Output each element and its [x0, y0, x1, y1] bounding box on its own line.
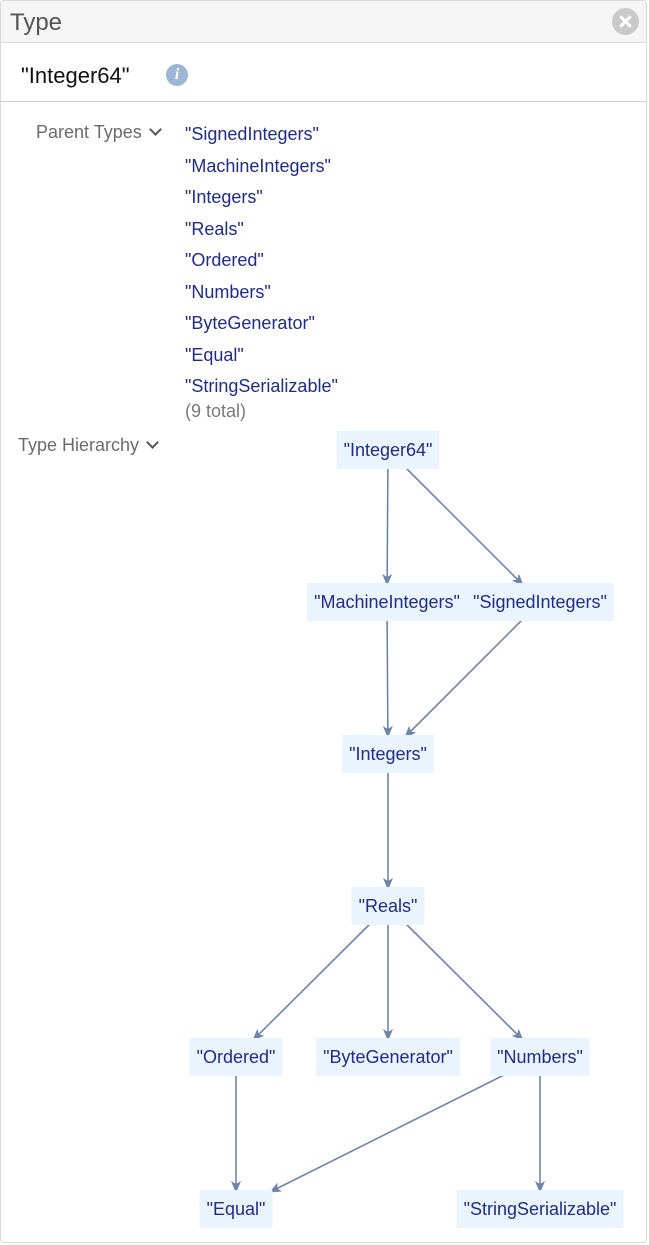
graph-node-box	[336, 431, 440, 469]
parent-type-item[interactable]: "Numbers"	[185, 281, 271, 302]
parent-type-item[interactable]: "MachineIntegers"	[185, 155, 331, 176]
type-hierarchy-toggle[interactable]: Type Hierarchy	[18, 435, 159, 456]
graph-edge-reals-ordered	[252, 922, 372, 1041]
graph-node-label: "Integers"	[349, 744, 427, 764]
graph-edge-int64-signed	[404, 466, 524, 586]
graph-node-box	[307, 583, 467, 621]
graph-edge-machine-integers	[382, 618, 393, 738]
parent-types-label: Parent Types	[36, 122, 142, 142]
graph-node-int64[interactable]: "Integer64"	[336, 431, 440, 469]
panel-title: Type	[10, 9, 63, 36]
graph-node-box	[189, 1038, 283, 1076]
parent-type-item[interactable]: "Equal"	[185, 344, 244, 365]
graph-node-equal[interactable]: "Equal"	[199, 1190, 273, 1228]
graph-edge-int64-machine	[382, 466, 393, 586]
graph-node-integers[interactable]: "Integers"	[342, 735, 434, 773]
parent-types-toggle[interactable]: Parent Types	[36, 122, 162, 143]
graph-node-label: "Reals"	[359, 896, 418, 916]
graph-edge-numbers-equal	[269, 1073, 507, 1193]
title-bar: Type	[1, 1, 646, 43]
graph-node-stringser[interactable]: "StringSerializable"	[456, 1190, 624, 1228]
parent-type-item[interactable]: "SignedIntegers"	[185, 124, 319, 144]
graph-node-box	[199, 1190, 273, 1228]
parent-type-item[interactable]: "Reals"	[185, 218, 244, 239]
graph-node-box	[490, 1038, 590, 1076]
graph-node-numbers[interactable]: "Numbers"	[490, 1038, 590, 1076]
graph-edge-signed-integers	[404, 618, 524, 738]
graph-node-machine[interactable]: "MachineIntegers"	[307, 583, 467, 621]
parent-type-item[interactable]: "Integers"	[185, 187, 263, 207]
graph-node-label: "Numbers"	[497, 1047, 583, 1067]
graph-node-box	[466, 583, 614, 621]
graph-node-label: "StringSerializable"	[464, 1199, 617, 1219]
graph-node-box	[351, 887, 425, 925]
parent-types-list: "SignedIntegers" "MachineIntegers" "Inte…	[185, 121, 338, 405]
type-hierarchy-label: Type Hierarchy	[18, 435, 140, 455]
graph-node-box	[342, 735, 434, 773]
graph-node-signed[interactable]: "SignedIntegers"	[466, 583, 614, 621]
graph-edge-reals-numbers	[404, 922, 524, 1041]
graph-node-box	[316, 1038, 460, 1076]
parent-type-item[interactable]: "Ordered"	[185, 250, 264, 270]
graph-node-label: "Equal"	[207, 1199, 266, 1219]
graph-node-label: "SignedIntegers"	[473, 592, 607, 612]
parent-type-item[interactable]: "ByteGenerator"	[185, 313, 315, 333]
close-icon[interactable]	[612, 8, 639, 35]
entity-name: "Integer64"	[21, 63, 130, 88]
graph-node-box	[456, 1190, 624, 1228]
graph-node-label: "Integer64"	[344, 440, 433, 460]
graph-node-label: "Ordered"	[197, 1047, 276, 1067]
graph-node-bytegen[interactable]: "ByteGenerator"	[316, 1038, 460, 1076]
entity-header: "Integer64" i	[1, 43, 646, 102]
parent-types-total: (9 total)	[185, 401, 247, 421]
parent-type-item[interactable]: "StringSerializable"	[185, 376, 338, 396]
graph-node-label: "ByteGenerator"	[323, 1047, 453, 1067]
graph-node-label: "MachineIntegers"	[314, 592, 460, 612]
graph-node-ordered[interactable]: "Ordered"	[189, 1038, 283, 1076]
info-icon[interactable]: i	[166, 64, 188, 86]
graph-node-reals[interactable]: "Reals"	[351, 887, 425, 925]
